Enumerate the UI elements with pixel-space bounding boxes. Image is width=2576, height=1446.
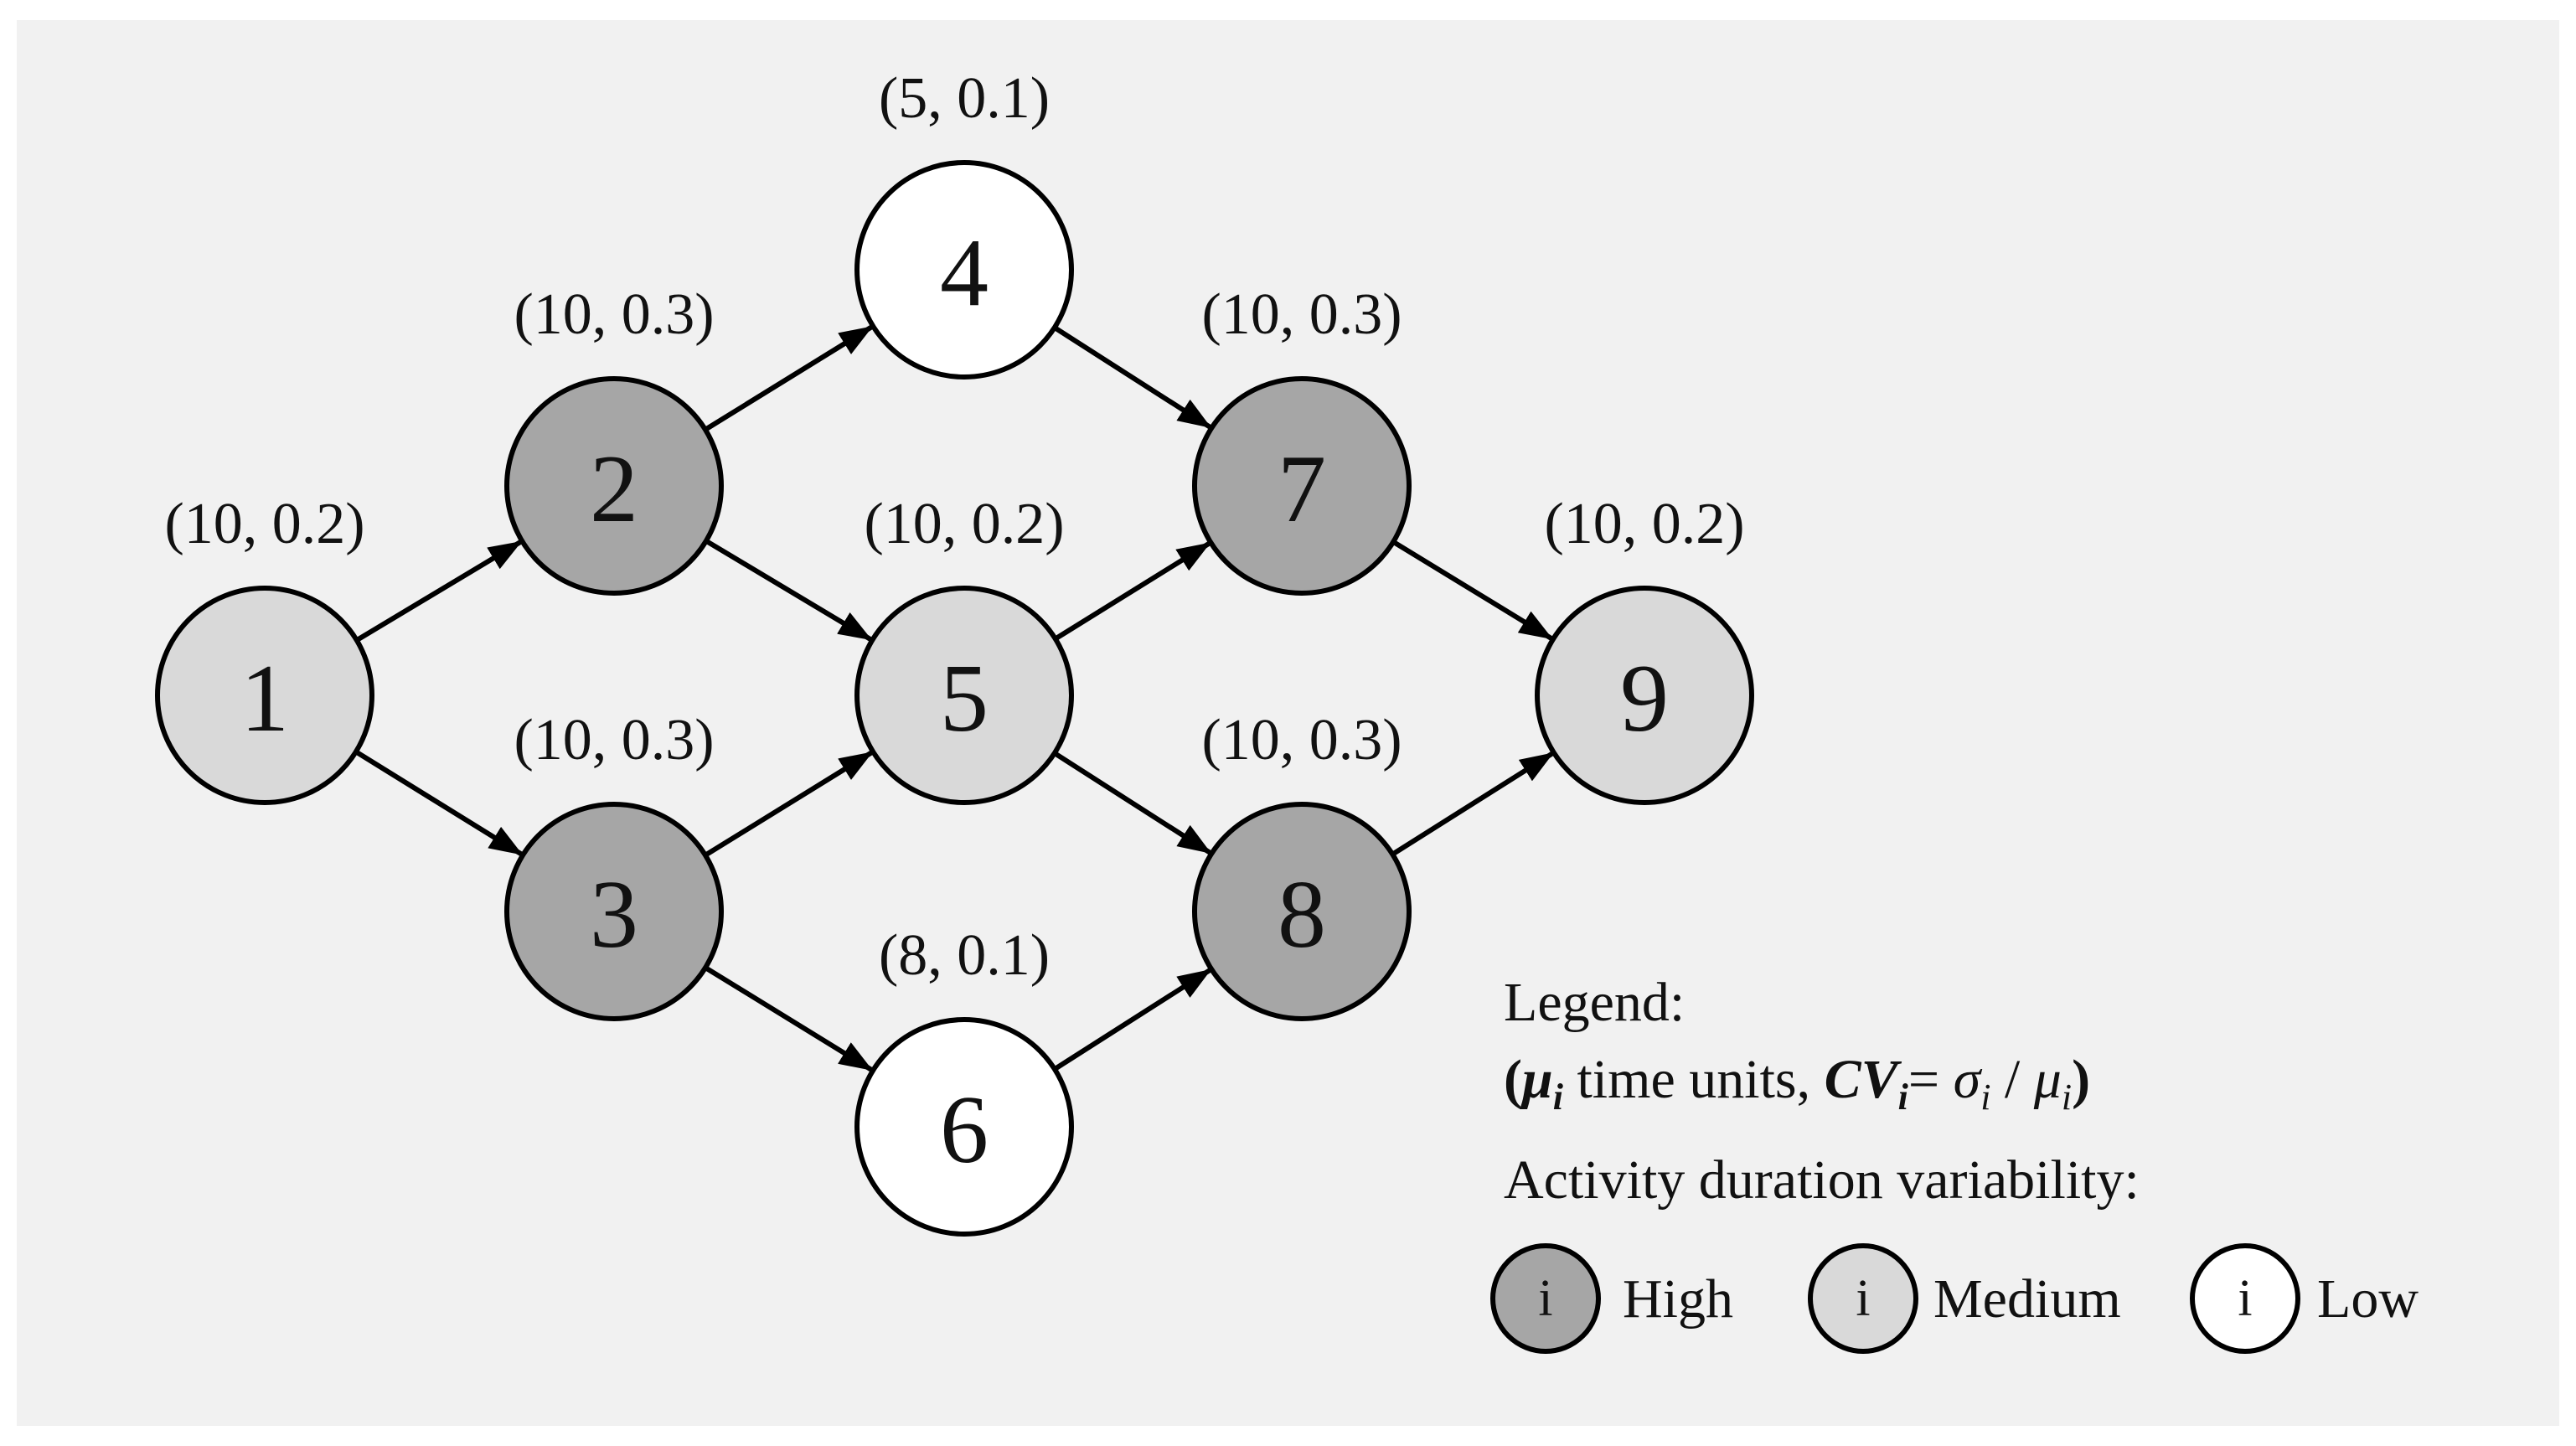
activity-node-7: 7 (10, 0.3) — [1192, 282, 1412, 596]
activity-node-4: 4 (5, 0.1) — [854, 66, 1074, 380]
activity-node-number: 9 — [1620, 645, 1669, 752]
activity-params-label: (10, 0.2) — [164, 492, 364, 556]
legend-item-medium: i Medium — [1808, 1243, 2121, 1354]
edge-1-3 — [354, 749, 524, 857]
activity-params-label: (5, 0.1) — [879, 66, 1050, 131]
edge-2-5 — [705, 539, 873, 642]
activity-params-label: (10, 0.3) — [1201, 708, 1402, 772]
legend-symbol-low: i — [2238, 1270, 2252, 1327]
edge-5-8 — [1053, 751, 1212, 855]
legend-item-low: i Low — [2190, 1243, 2419, 1354]
activity-node-circle — [854, 160, 1074, 380]
activity-params-label: (10, 0.3) — [514, 282, 714, 347]
activity-params-label: (8, 0.1) — [879, 923, 1050, 988]
network-diagram: 1 (10, 0.2) 2 (10, 0.3) 3 (10, 0.3) 4 (5, 0.1) 5… — [17, 20, 2559, 1426]
activity-node-3: 3 (10, 0.3) — [504, 708, 724, 1021]
activity-node-circle — [504, 802, 724, 1021]
edge-3-6 — [704, 965, 873, 1072]
activity-node-number: 7 — [1278, 436, 1326, 543]
activity-params-label: (10, 0.3) — [1201, 282, 1402, 347]
activity-node-number: 4 — [940, 219, 989, 327]
activity-node-5: 5 (10, 0.2) — [854, 492, 1074, 805]
nodes-layer: 1 (10, 0.2) 2 (10, 0.3) 3 (10, 0.3) 4 (5, 0.1) 5… — [155, 66, 1754, 1237]
activity-node-9: 9 (10, 0.2) — [1535, 492, 1754, 805]
activity-node-circle — [1192, 802, 1412, 1021]
legend-swatch-low — [2190, 1243, 2300, 1354]
activity-node-6: 6 (8, 0.1) — [854, 923, 1074, 1237]
activity-params-label: (10, 0.3) — [514, 708, 714, 772]
legend-symbol-high: i — [1538, 1270, 1552, 1327]
activity-node-number: 2 — [590, 436, 638, 543]
activity-params-label: (10, 0.2) — [1544, 492, 1744, 556]
legend-swatch-medium — [1808, 1243, 1918, 1354]
edge-6-8 — [1053, 968, 1212, 1072]
activity-params-label: (10, 0.2) — [864, 492, 1064, 556]
activity-node-2: 2 (10, 0.3) — [504, 282, 724, 596]
edge-5-7 — [1054, 540, 1211, 642]
activity-node-8: 8 (10, 0.3) — [1192, 708, 1412, 1021]
activity-node-circle — [504, 376, 724, 596]
activity-node-number: 5 — [940, 645, 989, 752]
activity-node-number: 3 — [590, 861, 638, 968]
activity-node-circle — [854, 586, 1074, 805]
activity-node-circle — [155, 586, 374, 805]
activity-node-number: 8 — [1278, 861, 1326, 968]
activity-node-circle — [1535, 586, 1754, 805]
diagram-background — [17, 20, 2559, 1426]
legend-label-low: Low — [2317, 1268, 2419, 1330]
legend-label-high: High — [1623, 1268, 1733, 1330]
edge-3-5 — [704, 750, 874, 858]
legend-formula: (μi time units, CVi= σi / μi) — [1504, 1049, 2090, 1118]
activity-node-circle — [854, 1017, 1074, 1237]
edges-layer — [354, 324, 1554, 1072]
legend-swatch-high — [1490, 1243, 1601, 1354]
legend-item-high: i High — [1490, 1243, 1733, 1354]
edge-7-9 — [1391, 540, 1553, 641]
legend-label-medium: Medium — [1933, 1268, 2121, 1330]
edge-4-7 — [1053, 325, 1212, 430]
activity-node-number: 6 — [940, 1077, 989, 1184]
legend: Legend: (μi time units, CVi= σi / μi) Ac… — [1490, 972, 2419, 1354]
edge-1-2 — [355, 540, 523, 643]
activity-node-circle — [1192, 376, 1412, 596]
edge-8-9 — [1391, 751, 1554, 857]
legend-title: Legend: — [1504, 972, 1685, 1033]
legend-variability-heading: Activity duration variability: — [1504, 1149, 2140, 1211]
legend-symbol-medium: i — [1856, 1270, 1870, 1327]
activity-node-1: 1 (10, 0.2) — [155, 492, 374, 805]
activity-node-number: 1 — [240, 645, 289, 752]
diagram-panel: 1 (10, 0.2) 2 (10, 0.3) 3 (10, 0.3) 4 (5, 0.1) 5… — [17, 20, 2559, 1426]
edge-2-4 — [704, 324, 874, 432]
